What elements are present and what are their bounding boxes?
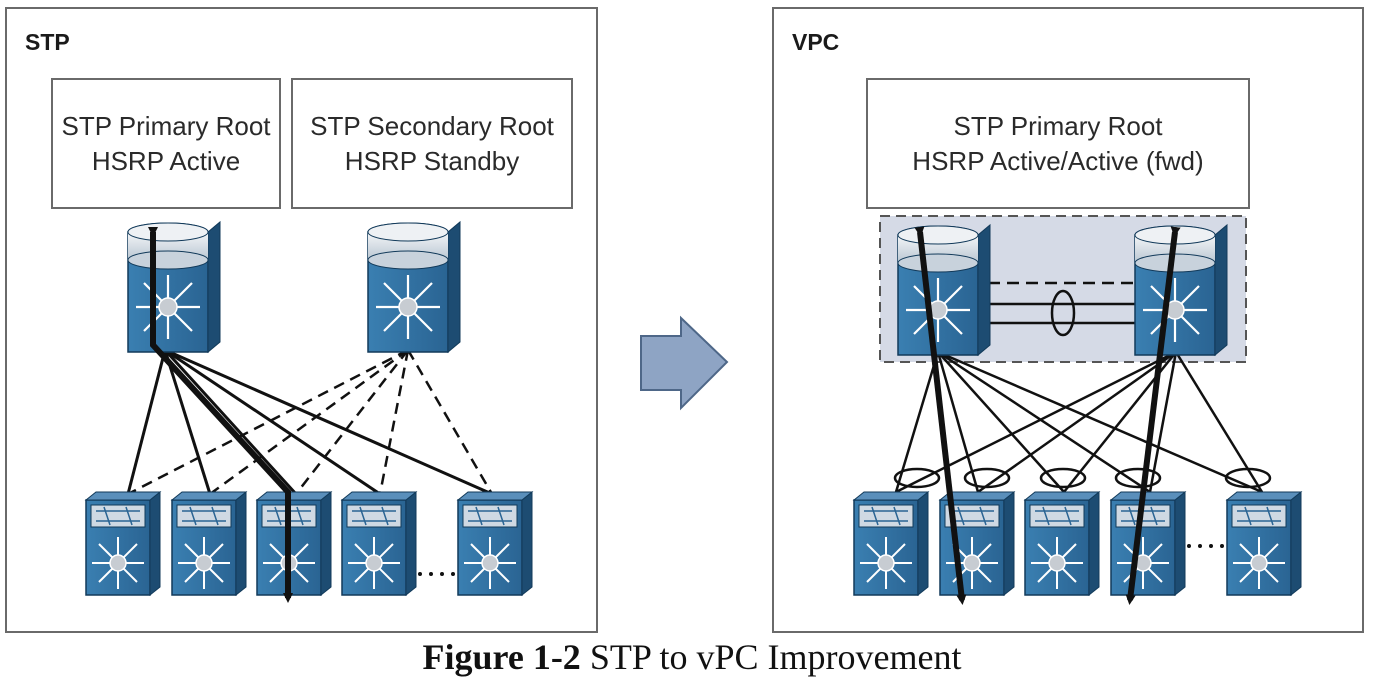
figure-caption: Figure 1-2 STP to vPC Improvement bbox=[0, 636, 1384, 678]
stp-secondary-root-box bbox=[291, 78, 573, 209]
vpc-primary-root-line1: STP Primary Root bbox=[953, 111, 1163, 141]
stp-access-switch-icon-4 bbox=[341, 491, 417, 596]
stp-access-switch-icon-1 bbox=[85, 491, 161, 596]
stp-primary-core-switch-icon bbox=[126, 220, 222, 354]
vpc-traffic-path-right bbox=[1125, 226, 1181, 605]
vpc-access-switch-icon-1 bbox=[853, 491, 929, 596]
stp-primary-root-line2: HSRP Active bbox=[92, 146, 240, 176]
vpc-peer-link bbox=[988, 281, 1140, 337]
stp-panel-title: STP bbox=[25, 29, 70, 55]
figure-label: Figure 1-2 bbox=[422, 637, 581, 677]
vpc-access-switch-icon-5 bbox=[1226, 491, 1302, 596]
stp-access-switch-icon-3 bbox=[256, 491, 332, 596]
vpc-ellipsis-dots bbox=[1187, 544, 1224, 548]
vpc-panel-title: VPC bbox=[792, 29, 839, 55]
stp-primary-root-line1: STP Primary Root bbox=[61, 111, 271, 141]
stp-primary-root-box bbox=[51, 78, 281, 209]
figure-caption-text: STP to vPC Improvement bbox=[589, 637, 962, 677]
stp-access-switch-icon-2 bbox=[171, 491, 247, 596]
stp-ellipsis-dots bbox=[418, 572, 455, 576]
vpc-traffic-path-left bbox=[914, 226, 967, 605]
stp-secondary-root-line1: STP Secondary Root bbox=[310, 111, 555, 141]
vpc-primary-root-line2: HSRP Active/Active (fwd) bbox=[912, 146, 1203, 176]
vpc-access-switch-icon-4 bbox=[1110, 491, 1186, 596]
stp-secondary-root-line2: HSRP Standby bbox=[345, 146, 519, 176]
vpc-access-switch-icon-3 bbox=[1024, 491, 1100, 596]
vpc-primary-root-box bbox=[866, 78, 1250, 209]
vpc-left-core-switch-icon bbox=[896, 223, 992, 357]
vpc-right-core-switch-icon bbox=[1133, 223, 1229, 357]
stp-traffic-path bbox=[148, 227, 293, 603]
stp-access-switch-icon-5 bbox=[457, 491, 533, 596]
stp-secondary-core-switch-icon bbox=[366, 220, 462, 354]
transition-arrow-icon bbox=[640, 315, 729, 411]
